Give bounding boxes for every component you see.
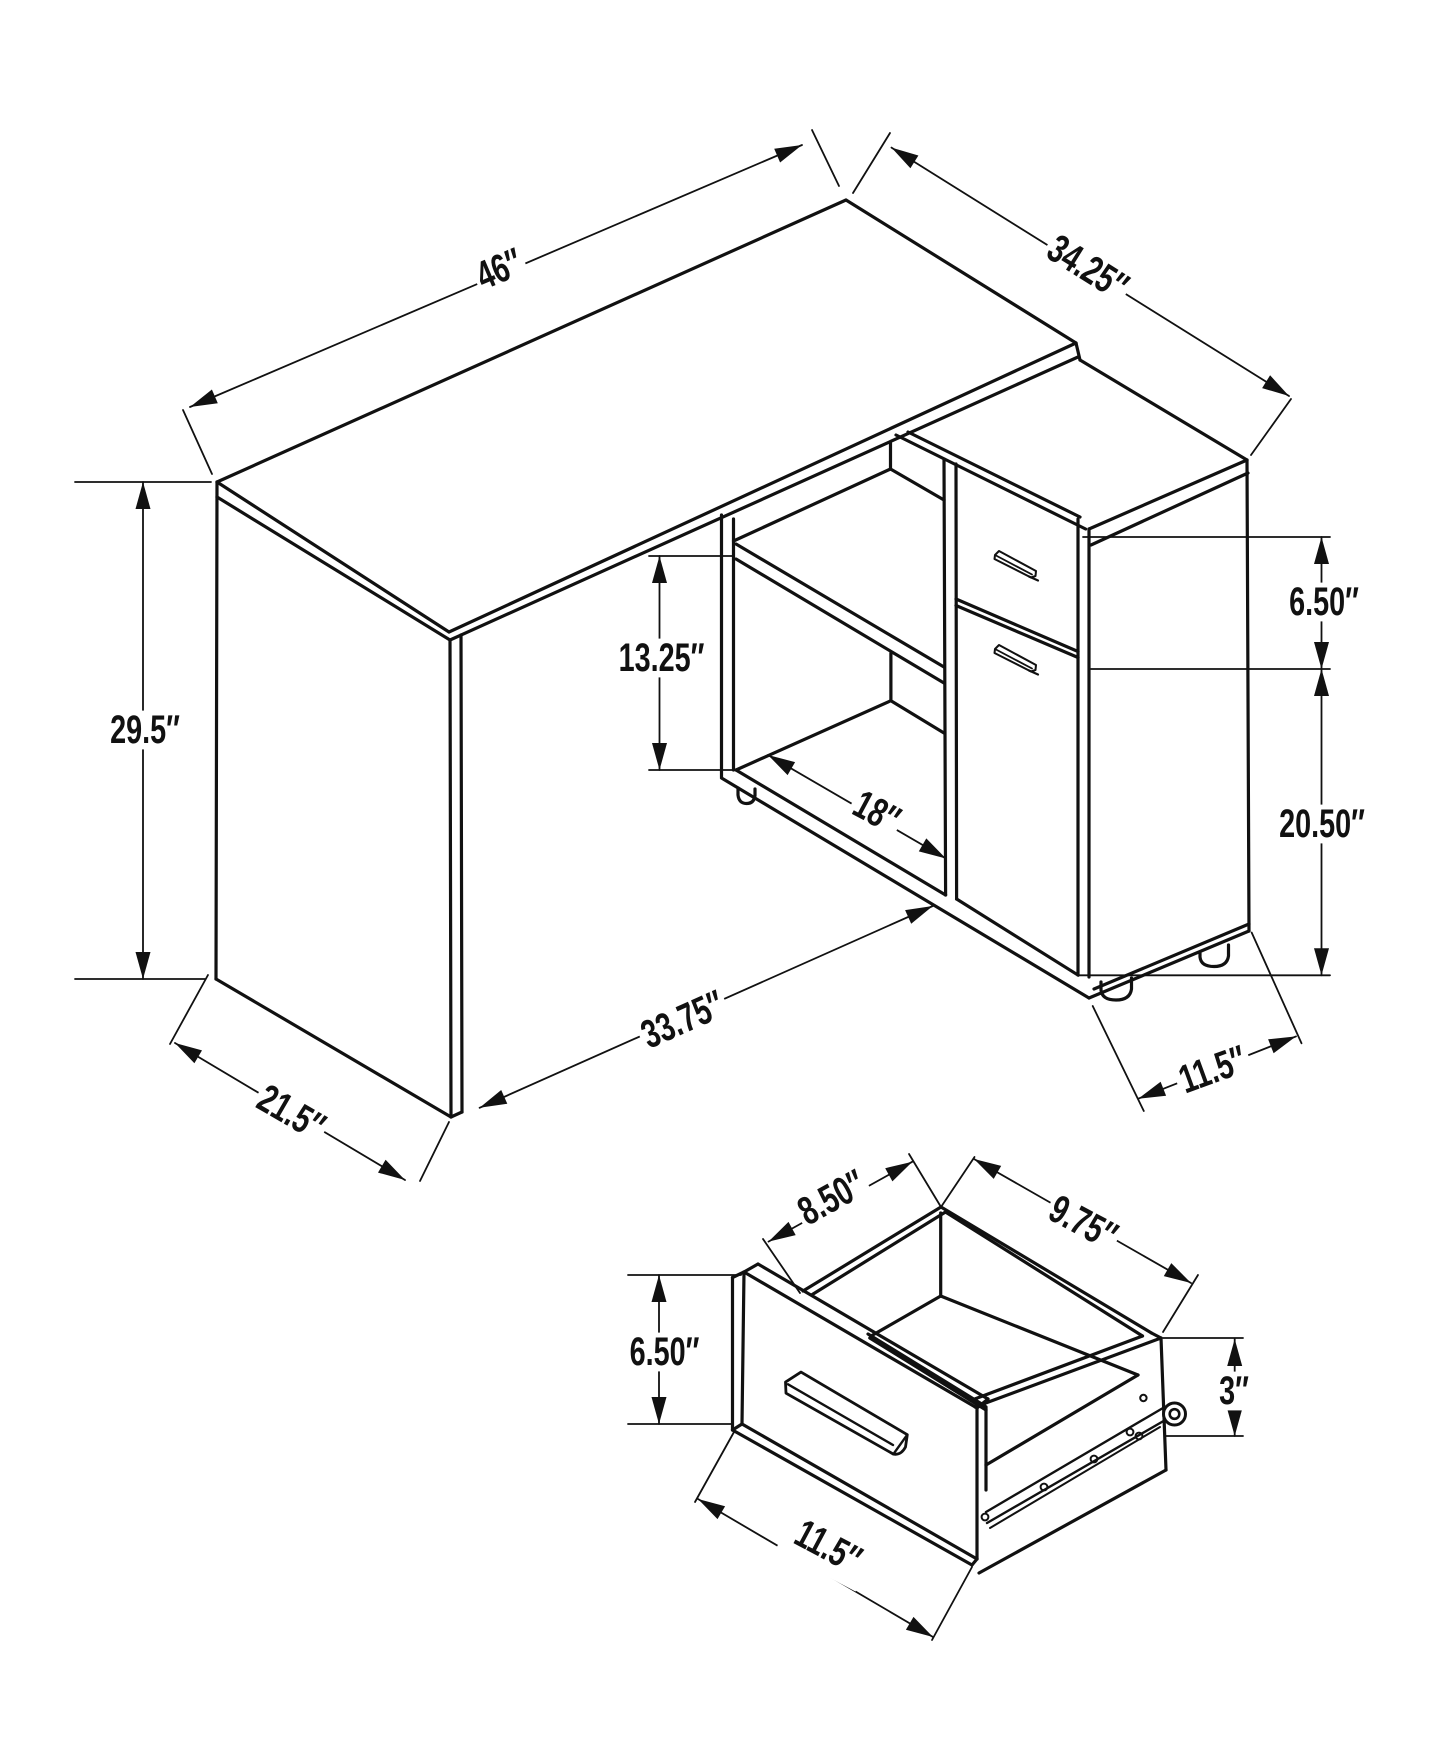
svg-text:29.5″: 29.5″	[110, 707, 180, 752]
svg-text:20.50″: 20.50″	[1279, 801, 1365, 846]
svg-text:6.50″: 6.50″	[1289, 579, 1359, 624]
svg-text:13.25″: 13.25″	[619, 635, 705, 680]
svg-text:6.50″: 6.50″	[630, 1329, 700, 1374]
svg-text:3″: 3″	[1219, 1368, 1249, 1413]
